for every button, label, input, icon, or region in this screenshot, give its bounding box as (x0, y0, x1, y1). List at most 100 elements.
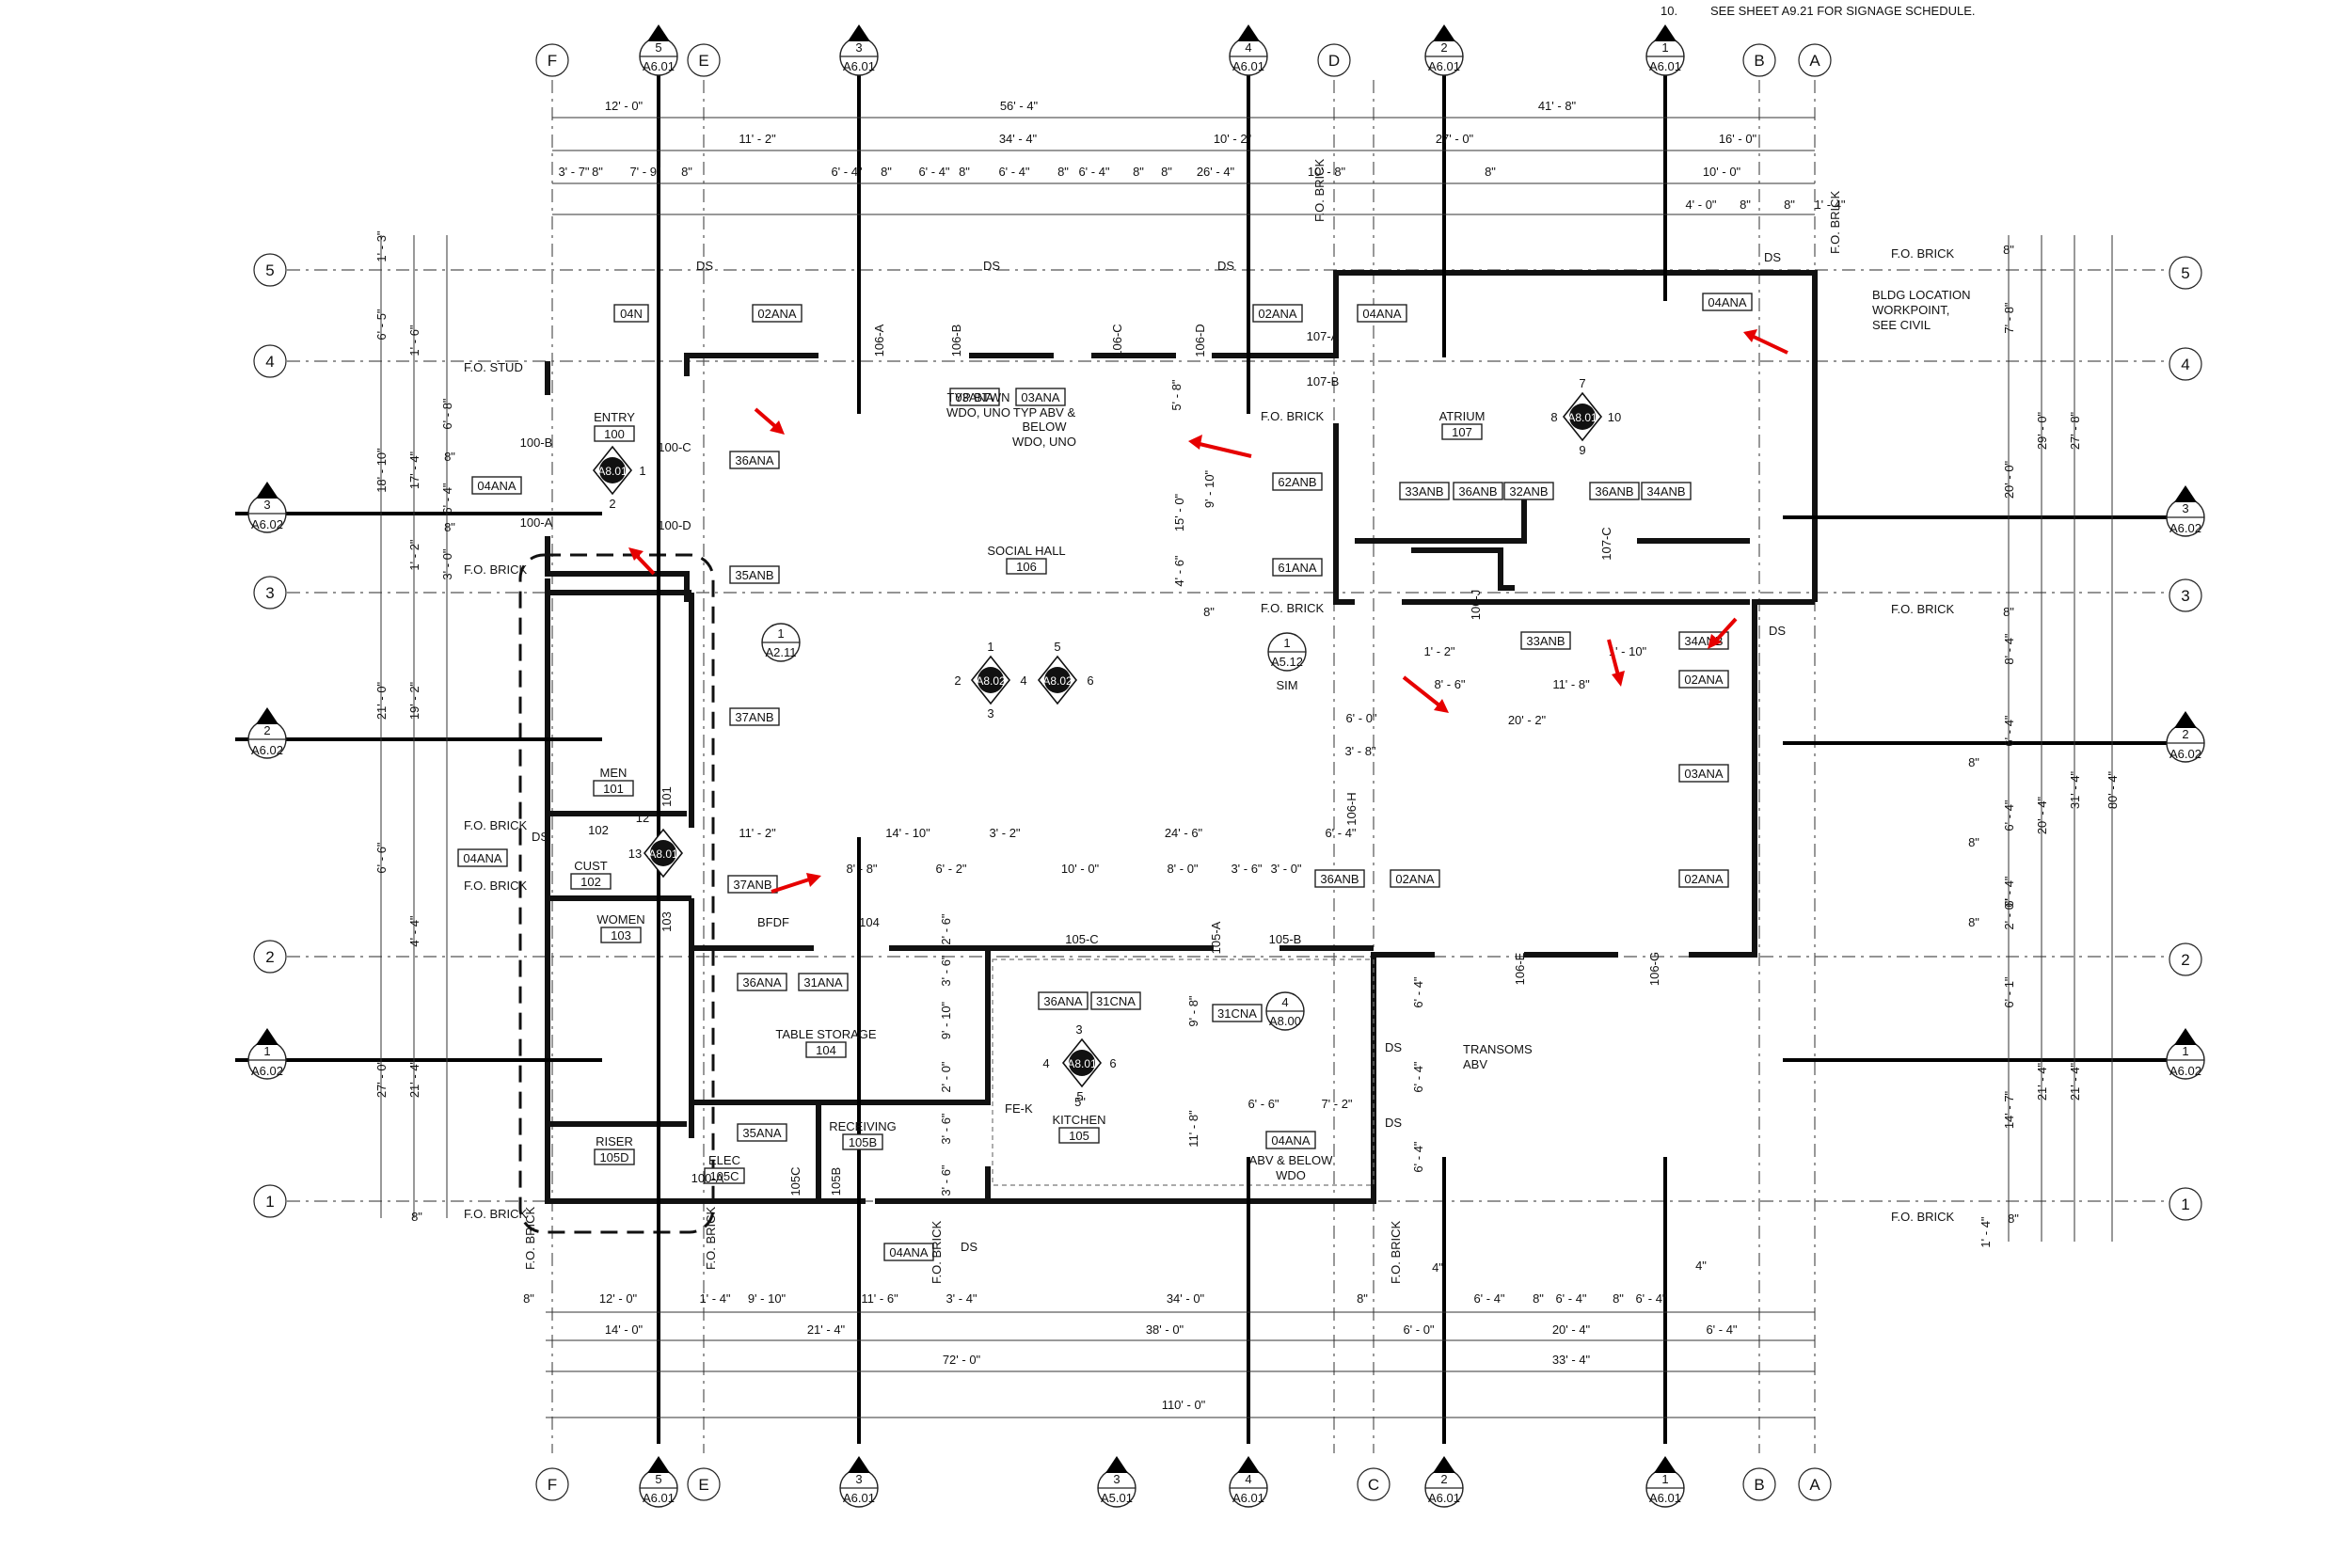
svg-text:6' - 0": 6' - 0" (1345, 711, 1376, 725)
svg-text:105C: 105C (788, 1166, 803, 1196)
svg-text:107: 107 (1452, 425, 1472, 439)
svg-text:3' - 7": 3' - 7" (558, 165, 589, 179)
svg-text:04ANA: 04ANA (477, 479, 516, 493)
svg-text:31CNA: 31CNA (1096, 994, 1136, 1008)
svg-text:D: D (1328, 52, 1340, 70)
svg-text:ABV & BELOW: ABV & BELOW (1249, 1153, 1334, 1167)
svg-text:DS: DS (1217, 259, 1234, 273)
svg-text:3' - 6": 3' - 6" (939, 1113, 953, 1144)
svg-text:4' - 0": 4' - 0" (1685, 198, 1716, 212)
svg-text:11' - 8": 11' - 8" (1186, 1110, 1200, 1148)
svg-text:6' - 4": 6' - 4" (1473, 1291, 1504, 1306)
svg-text:33ANB: 33ANB (1405, 484, 1443, 499)
svg-text:62ANB: 62ANB (1278, 475, 1316, 489)
wall-tags: 04N 02ANA 02ANA 04ANA 04ANA 36ANA 04ANA … (457, 293, 1753, 1261)
section-marker-1-right: 1A6.02 (2166, 1028, 2205, 1080)
svg-text:105D: 105D (599, 1150, 628, 1164)
svg-text:C: C (1368, 1476, 1379, 1494)
svg-text:6: 6 (1109, 1056, 1116, 1070)
svg-text:03ANA: 03ANA (955, 390, 994, 404)
svg-text:34' - 0": 34' - 0" (1167, 1291, 1205, 1306)
svg-text:36ANA: 36ANA (1043, 994, 1083, 1008)
svg-text:11' - 8": 11' - 8" (1552, 677, 1590, 691)
svg-text:6' - 4": 6' - 4" (1411, 1141, 1425, 1172)
svg-text:RISER: RISER (596, 1134, 633, 1148)
svg-text:A8.00: A8.00 (1269, 1014, 1301, 1028)
svg-text:A8.02: A8.02 (1042, 674, 1073, 688)
svg-text:ENTRY: ENTRY (594, 410, 635, 424)
dimensions-top: 12' - 0" 56' - 4" 41' - 8" 11' - 2" 34' … (552, 99, 1846, 215)
svg-text:F.O. BRICK: F.O. BRICK (1891, 602, 1955, 616)
svg-text:3' - 6": 3' - 6" (939, 955, 953, 986)
svg-text:100-A: 100-A (691, 1171, 724, 1185)
svg-text:8' - 6": 8' - 6" (1434, 677, 1465, 691)
svg-text:14' - 0": 14' - 0" (605, 1323, 644, 1337)
svg-text:DS: DS (532, 830, 548, 844)
svg-text:B: B (1754, 1476, 1764, 1494)
svg-text:7' - 9": 7' - 9" (629, 165, 660, 179)
svg-text:27' - 0": 27' - 0" (374, 1059, 389, 1098)
svg-text:6' - 2": 6' - 2" (935, 862, 966, 876)
svg-text:11' - 2": 11' - 2" (739, 132, 776, 146)
svg-text:105: 105 (1069, 1129, 1089, 1143)
svg-text:02ANA: 02ANA (1684, 872, 1724, 886)
svg-text:DS: DS (1385, 1040, 1402, 1054)
svg-text:BLDG LOCATION: BLDG LOCATION (1872, 288, 1971, 302)
markup-arrow-4 (628, 547, 656, 576)
svg-text:RECEIVING: RECEIVING (829, 1119, 897, 1133)
svg-text:105B: 105B (849, 1135, 877, 1149)
svg-text:61ANA: 61ANA (1278, 561, 1317, 575)
svg-text:DS: DS (1769, 624, 1786, 638)
svg-text:8": 8" (2008, 1212, 2019, 1226)
exterior-walls (545, 270, 1818, 1204)
svg-text:1' - 2": 1' - 2" (407, 539, 421, 570)
svg-text:34ANB: 34ANB (1646, 484, 1685, 499)
svg-text:14' - 7": 14' - 7" (2002, 1090, 2016, 1129)
svg-text:8": 8" (2003, 243, 2014, 257)
svg-text:1' - 4": 1' - 4" (699, 1291, 730, 1306)
svg-text:04ANA: 04ANA (1708, 295, 1747, 309)
markup-arrows (628, 329, 1788, 894)
room-receiving: RECEIVING 105B (829, 1119, 897, 1150)
svg-text:ELEC: ELEC (708, 1153, 740, 1167)
svg-text:8": 8" (1533, 1291, 1544, 1306)
svg-text:9' - 10": 9' - 10" (1202, 469, 1216, 508)
svg-text:106-E: 106-E (1513, 952, 1527, 985)
svg-text:F.O. BRICK: F.O. BRICK (1828, 190, 1842, 254)
svg-text:8": 8" (592, 165, 603, 179)
svg-text:4: 4 (1281, 995, 1288, 1009)
svg-text:8": 8" (1968, 915, 1979, 929)
svg-text:20' - 0": 20' - 0" (2002, 460, 2016, 499)
svg-text:F.O. STUD: F.O. STUD (464, 360, 523, 374)
svg-text:3: 3 (265, 584, 274, 602)
svg-text:04N: 04N (620, 307, 643, 321)
svg-text:8": 8" (2003, 605, 2014, 619)
svg-text:7' - 2": 7' - 2" (1321, 1097, 1352, 1111)
svg-text:101: 101 (660, 786, 674, 807)
svg-text:A6.02: A6.02 (2169, 747, 2201, 761)
svg-text:106-C: 106-C (1110, 324, 1124, 356)
svg-text:105-B: 105-B (1269, 932, 1302, 946)
svg-text:F.O. BRICK: F.O. BRICK (464, 1207, 528, 1221)
svg-text:6' - 4": 6' - 4" (2002, 715, 2016, 746)
svg-text:8": 8" (1203, 605, 1215, 619)
svg-text:21' - 4": 21' - 4" (2068, 1062, 2082, 1101)
svg-text:SOCIAL HALL: SOCIAL HALL (987, 544, 1065, 558)
svg-text:104: 104 (816, 1043, 836, 1057)
svg-text:F.O. BRICK: F.O. BRICK (1389, 1220, 1403, 1284)
svg-text:SEE CIVIL: SEE CIVIL (1872, 318, 1931, 332)
svg-text:3' - 6": 3' - 6" (939, 1164, 953, 1196)
svg-text:15' - 0": 15' - 0" (1172, 493, 1186, 531)
svg-text:A6.01: A6.01 (1428, 59, 1460, 73)
svg-text:A: A (1809, 1476, 1820, 1494)
svg-text:F.O. BRICK: F.O. BRICK (464, 562, 528, 577)
svg-text:1: 1 (1661, 40, 1668, 55)
